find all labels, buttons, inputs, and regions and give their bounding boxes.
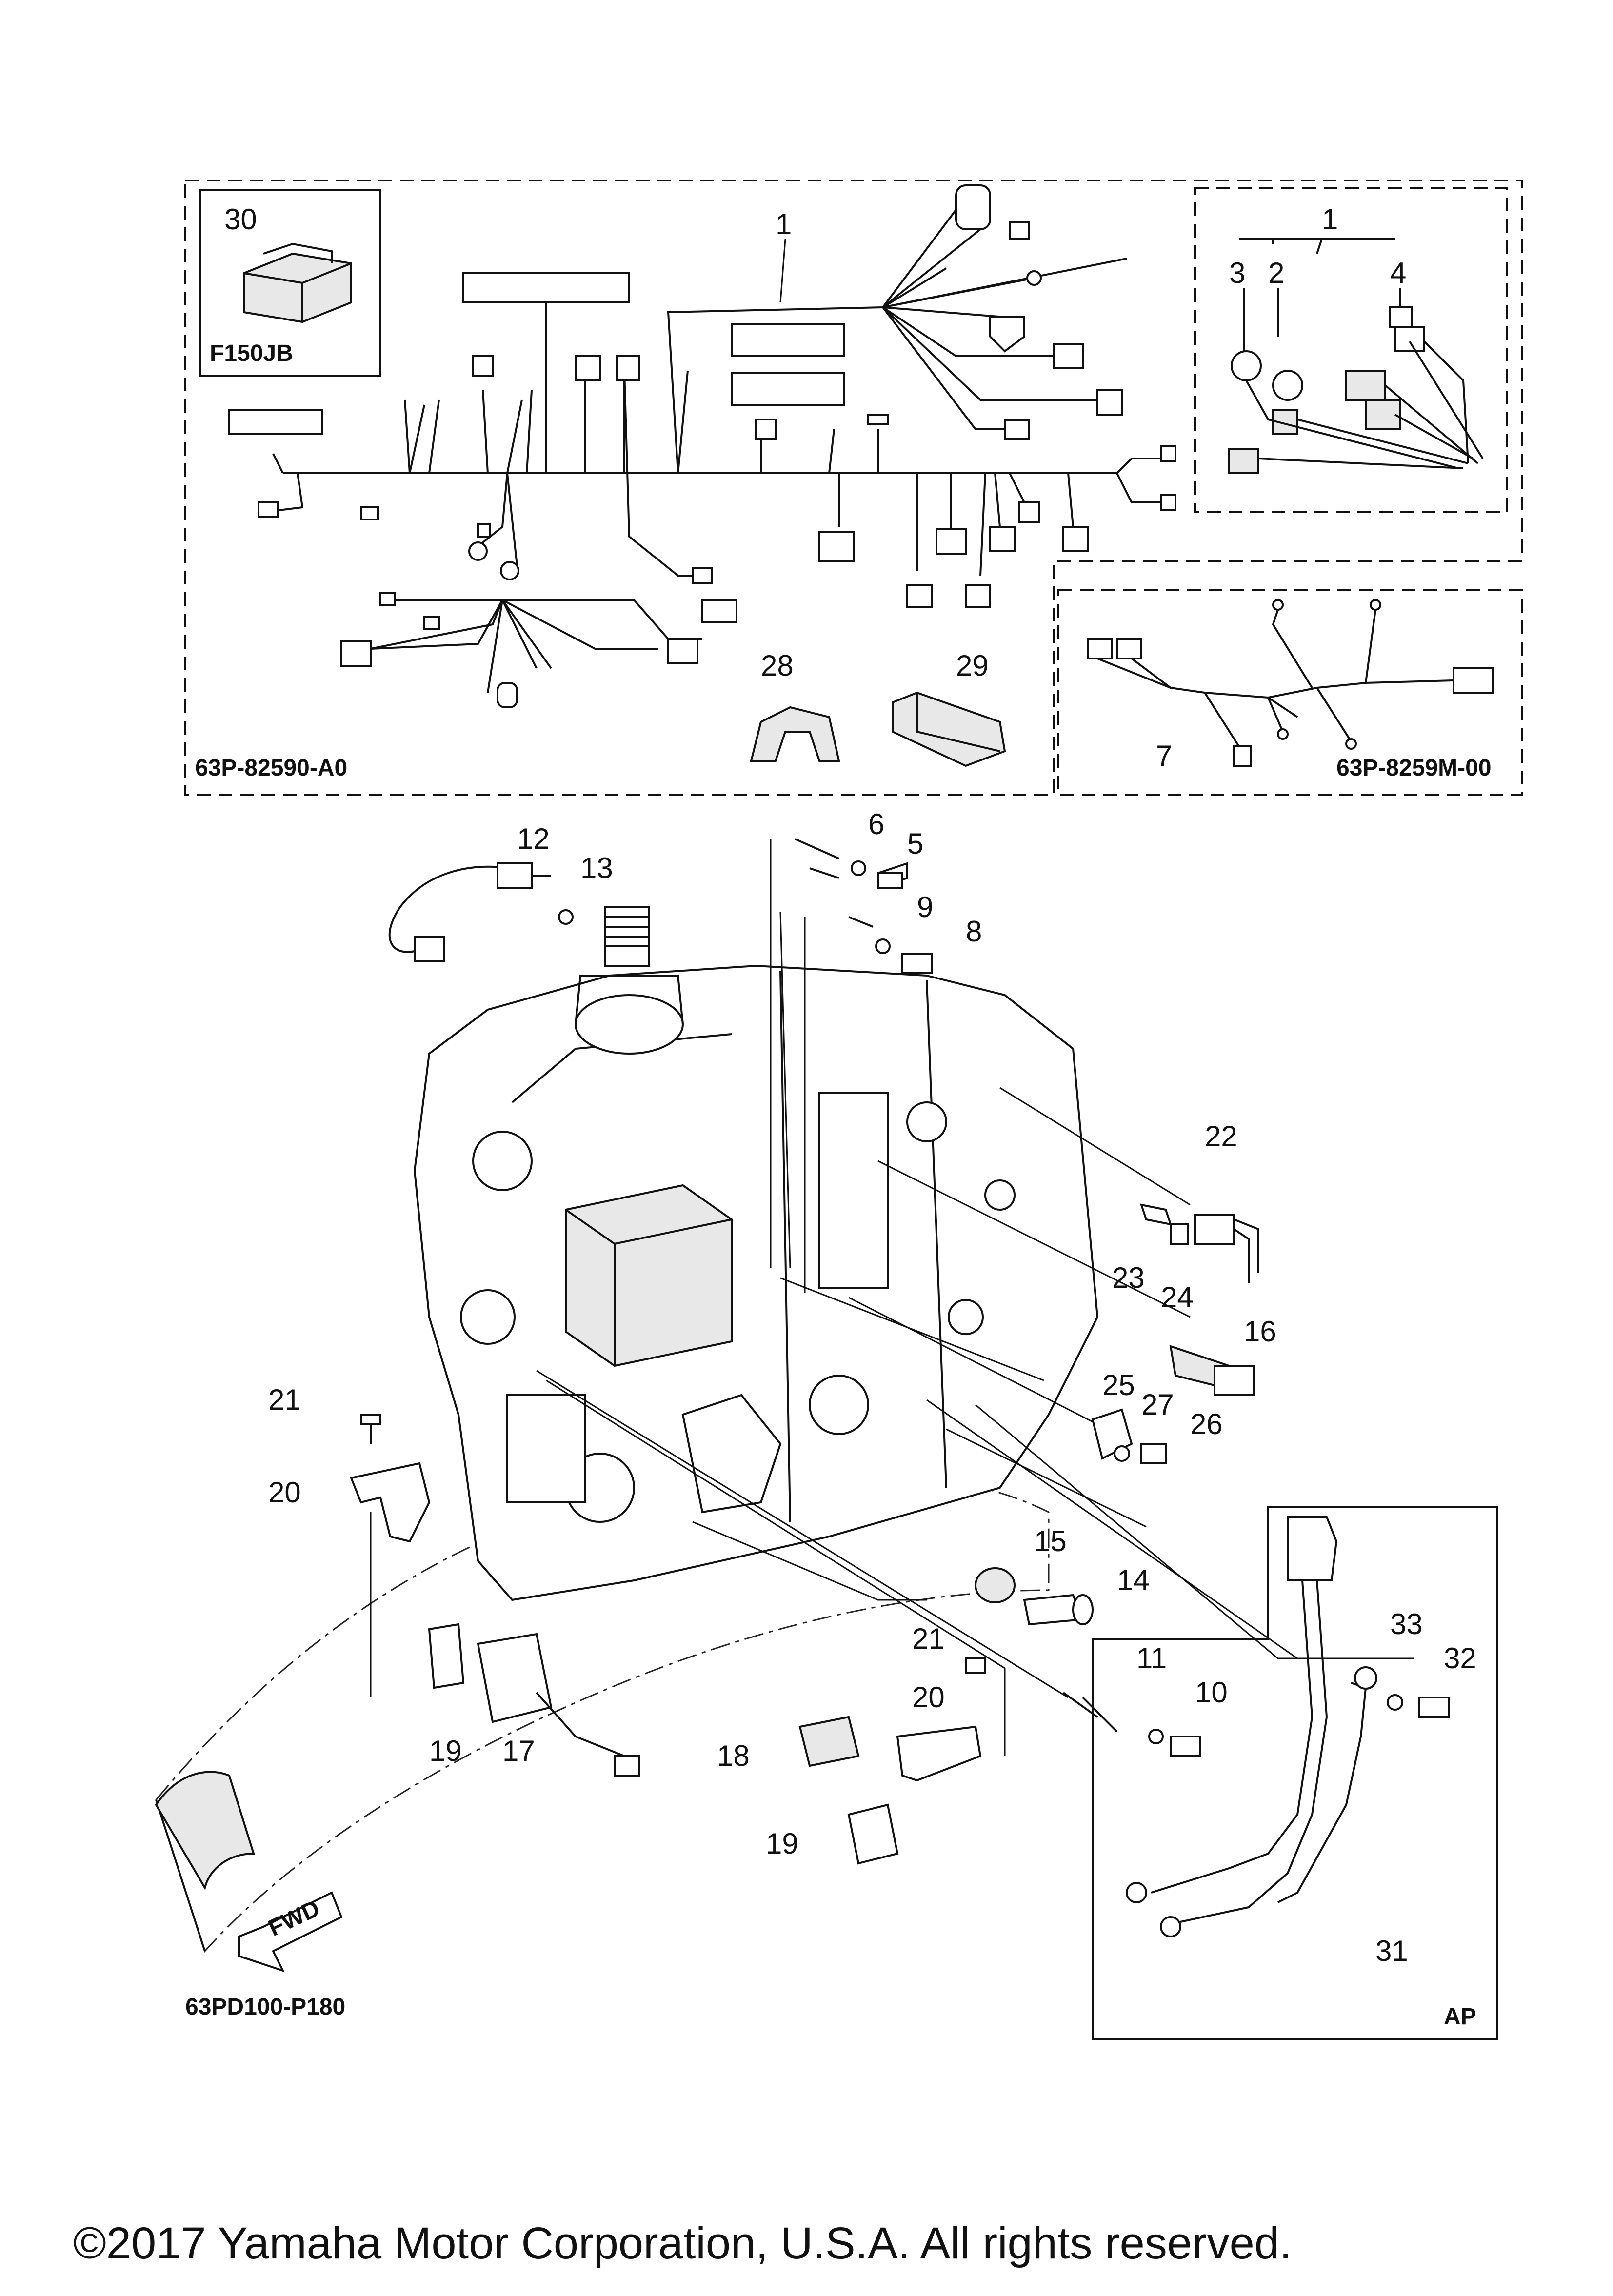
sub-harness-part-number: 63P-8259M-00 [1336,755,1492,781]
harness-connectors [228,184,1176,708]
callout-23: 23 [1112,1261,1145,1294]
diagram-code: 63PD100-P180 [185,1994,345,2020]
sensor-22-23-24: 22 23 24 [1112,1120,1259,1314]
callout-5: 5 [907,827,923,860]
callout-9: 9 [917,891,933,923]
callout-30: 30 [224,203,257,236]
sensor-14-15: 15 14 [975,1525,1150,1626]
left-group-17-19-20-21: 21 20 19 17 [268,1383,640,1777]
callout-27: 27 [1141,1388,1174,1421]
callout-20-left: 20 [268,1476,301,1509]
callout-3: 3 [1229,257,1245,289]
ap-label: AP [1444,2004,1476,2030]
callout-25: 25 [1102,1369,1135,1401]
callout-19-left: 19 [429,1735,462,1767]
ground-10-11: 11 10 [1062,1642,1228,1757]
kit-box-30: 30 F150JB [199,189,381,377]
harness-box [184,180,1523,796]
callout-29: 29 [956,649,989,682]
callout-6: 6 [868,808,884,840]
fwd-arrow: FWD [238,1891,343,1973]
center-group-18-19-20-21: 18 19 20 21 [717,1622,986,1865]
bolts-5-6-8-9: 6 5 9 8 [795,808,982,974]
sub-harness-7: 7 [1087,599,1494,772]
callout-14: 14 [1117,1564,1150,1597]
callout-1-main: 1 [776,208,792,240]
callout-31: 31 [1375,1935,1408,1967]
callout-21-right: 21 [912,1622,945,1655]
callout-19-right: 19 [766,1827,798,1860]
callout-20-right: 20 [912,1681,945,1714]
main-wire-harness [263,209,1161,693]
engine-block [155,906,1099,1953]
clamps-28-29: 28 29 [750,649,1006,767]
sensor-16: 16 [1169,1315,1276,1396]
callout-18: 18 [717,1739,750,1772]
sensor-12-13: 12 13 [388,822,613,962]
bracket-25-26-27: 25 27 26 [1091,1369,1223,1464]
ap-box: 33 32 31 AP [1092,1506,1498,2040]
callout-4: 4 [1390,257,1406,289]
callout-1-sub: 1 [1322,203,1338,236]
callout-13: 13 [580,852,613,884]
callout-15: 15 [1034,1525,1067,1557]
leader-lines [370,839,1414,1756]
callout-10: 10 [1195,1676,1228,1709]
callout-8: 8 [966,915,982,948]
callout-16: 16 [1244,1315,1276,1348]
callout-17: 17 [502,1735,535,1767]
sub-box-1-4 [1194,187,1508,513]
callout-7: 7 [1156,739,1172,772]
sensors-2-3-4: 1 3 2 4 [1228,203,1484,474]
callout-28: 28 [761,649,794,682]
callout-12: 12 [517,822,550,855]
callout-22: 22 [1205,1120,1237,1153]
callout-26: 26 [1190,1408,1223,1440]
harness-part-number: 63P-82590-A0 [195,755,347,781]
copyright: ©2017 Yamaha Motor Corporation, U.S.A. A… [73,2218,1292,2268]
callout-21-left: 21 [268,1383,301,1416]
callout-2: 2 [1268,257,1284,289]
kit-model: F150JB [210,340,293,366]
callout-32: 32 [1444,1642,1476,1675]
callout-33: 33 [1390,1608,1423,1640]
callout-11: 11 [1136,1642,1167,1675]
callout-24: 24 [1161,1281,1194,1314]
sub-harness-box [1057,589,1523,796]
